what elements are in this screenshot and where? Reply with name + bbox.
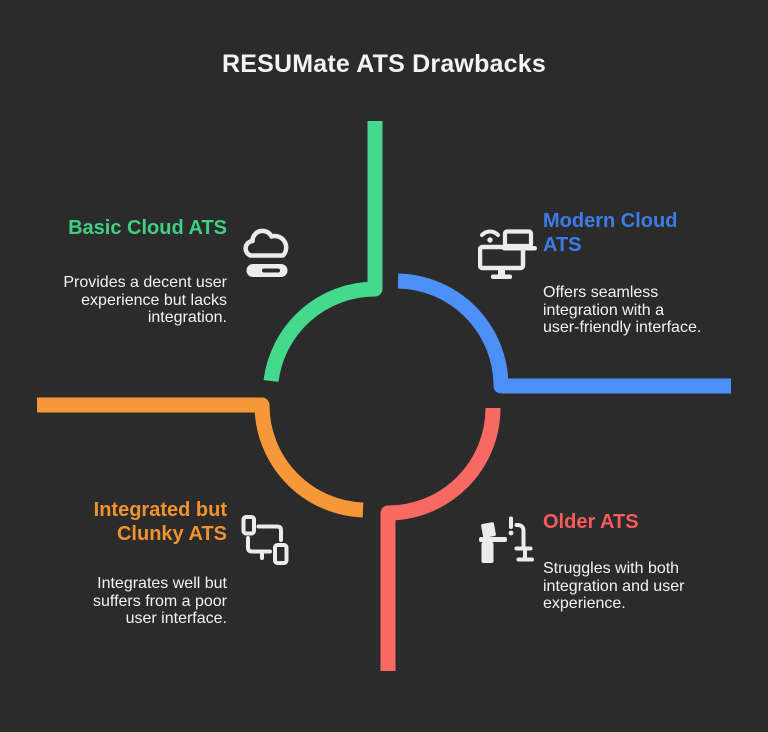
orange-arc-connector bbox=[37, 397, 364, 518]
quadrant-description: Integrates well but suffers from a poor … bbox=[93, 575, 227, 628]
quadrant-description: Struggles with both integration and user… bbox=[543, 560, 685, 613]
connected-devices-icon bbox=[478, 229, 537, 279]
quadrant-heading: Modern Cloud ATS bbox=[543, 210, 678, 256]
quadrant-older-ats: Older ATS Struggles with both integratio… bbox=[543, 492, 733, 631]
quadrant-description: Offers seamless integration with a user-… bbox=[543, 284, 702, 337]
page-title: RESUMate ATS Drawbacks bbox=[222, 50, 546, 78]
linked-screens-icon bbox=[241, 515, 289, 565]
quadrant-description: Provides a decent user experience but la… bbox=[63, 274, 227, 327]
quadrant-basic-cloud-ats: Basic Cloud ATS Provides a decent user e… bbox=[0, 198, 227, 345]
quadrant-heading: Older ATS bbox=[543, 511, 639, 533]
red-arc-connector bbox=[380, 407, 501, 671]
blue-arc-connector bbox=[397, 273, 731, 394]
quadrant-integrated-clunky-ats: Integrated but Clunky ATS Integrates wel… bbox=[0, 480, 227, 646]
quadrant-heading: Basic Cloud ATS bbox=[68, 217, 227, 239]
quadrant-heading: Integrated but Clunky ATS bbox=[93, 499, 227, 545]
green-arc-connector bbox=[263, 121, 383, 383]
cloud-storage-icon bbox=[243, 228, 289, 277]
quadrant-modern-cloud-ats: Modern Cloud ATS Offers seamless integra… bbox=[543, 191, 733, 355]
office-desk-icon bbox=[479, 516, 534, 563]
